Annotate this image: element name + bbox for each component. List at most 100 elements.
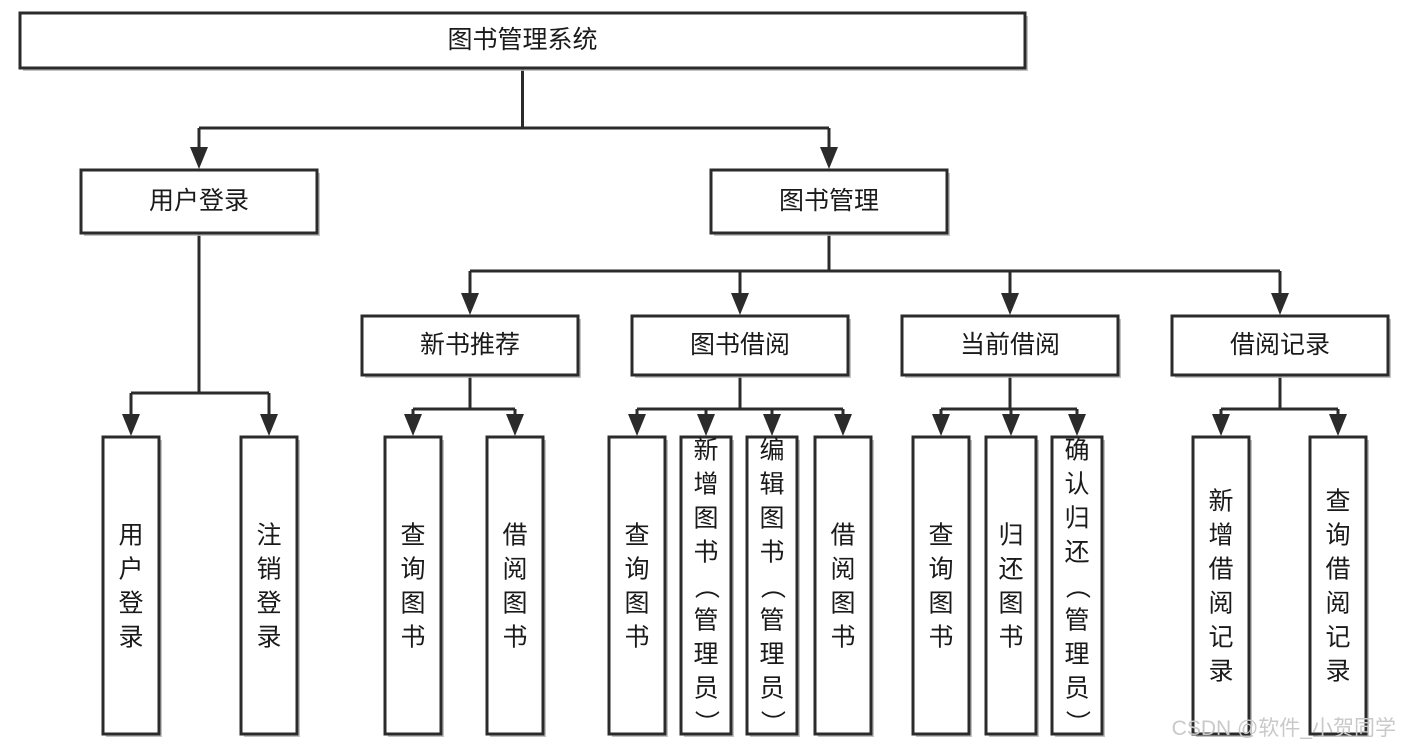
node-book-borrow[interactable]: 图书借阅	[630, 314, 851, 378]
arrow-head	[1001, 293, 1019, 315]
node-label-book-borrow: 图书借阅	[690, 331, 790, 359]
svg-text:书: 书	[624, 624, 649, 652]
node-box-user-login-leaf[interactable]	[101, 435, 161, 736]
connector-group-user-login	[122, 233, 278, 436]
svg-text:归: 归	[998, 522, 1023, 550]
node-box-borrow-book-1[interactable]	[485, 435, 545, 736]
svg-text:借: 借	[502, 522, 527, 550]
node-box-query-borrow-record[interactable]	[1308, 435, 1368, 736]
svg-text:记: 记	[1325, 624, 1350, 652]
arrow-head	[1271, 293, 1289, 315]
svg-text:（: （	[692, 574, 720, 599]
svg-text:图: 图	[830, 590, 855, 618]
node-box-current-borrow[interactable]	[900, 314, 1120, 377]
svg-text:书: 书	[759, 539, 784, 567]
svg-text:阅: 阅	[830, 556, 855, 584]
node-user-login-leaf[interactable]: 用户登录	[101, 435, 162, 737]
node-label-root: 图书管理系统	[447, 26, 597, 54]
svg-text:查: 查	[624, 522, 649, 550]
node-box-borrow-book-2[interactable]	[813, 435, 873, 736]
svg-text:员: 员	[693, 675, 718, 703]
node-box-return-book[interactable]	[984, 435, 1038, 736]
node-root[interactable]: 图书管理系统	[18, 11, 1028, 71]
svg-text:理: 理	[693, 641, 718, 669]
svg-text:确: 确	[1064, 437, 1089, 465]
node-current-borrow[interactable]: 当前借阅	[900, 314, 1121, 378]
node-box-edit-book-admin[interactable]	[745, 435, 799, 736]
svg-text:登: 登	[118, 590, 143, 618]
svg-text:查: 查	[400, 522, 425, 550]
arrow-head	[1329, 414, 1347, 436]
svg-text:图: 图	[624, 590, 649, 618]
node-box-query-book-3[interactable]	[911, 435, 971, 736]
svg-text:记: 记	[1208, 624, 1233, 652]
svg-text:员: 员	[1064, 675, 1089, 703]
node-box-user-login[interactable]	[79, 168, 319, 235]
node-box-query-book-2[interactable]	[607, 435, 667, 736]
svg-text:户: 户	[118, 556, 143, 584]
connector-group-book-management	[461, 233, 1289, 315]
node-box-book-management[interactable]	[709, 168, 949, 235]
svg-text:图: 图	[502, 590, 527, 618]
connector-group-book-borrow	[628, 375, 852, 436]
node-user-login[interactable]: 用户登录	[79, 168, 320, 236]
svg-text:图: 图	[998, 590, 1023, 618]
svg-text:录: 录	[118, 624, 143, 652]
svg-text:新: 新	[693, 437, 718, 465]
arrow-head	[1068, 414, 1086, 436]
svg-text:增: 增	[1208, 522, 1233, 550]
svg-text:理: 理	[1064, 641, 1089, 669]
svg-text:书: 书	[400, 624, 425, 652]
svg-text:理: 理	[759, 641, 784, 669]
node-box-confirm-return-admin[interactable]	[1050, 435, 1104, 736]
svg-text:认: 认	[1064, 471, 1089, 499]
arrow-head	[731, 293, 749, 315]
connector-group-borrow-record	[1212, 375, 1347, 436]
node-box-root[interactable]	[18, 11, 1027, 70]
svg-text:录: 录	[1208, 658, 1233, 686]
node-box-borrow-record[interactable]	[1170, 314, 1390, 377]
node-box-add-borrow-record[interactable]	[1191, 435, 1251, 736]
node-box-new-book-recommend[interactable]	[360, 314, 580, 377]
node-book-management[interactable]: 图书管理	[709, 168, 950, 236]
arrow-head	[461, 293, 479, 315]
svg-text:录: 录	[256, 624, 281, 652]
svg-text:书: 书	[830, 624, 855, 652]
node-borrow-record[interactable]: 借阅记录	[1170, 314, 1391, 378]
svg-text:（: （	[1063, 574, 1091, 599]
arrow-head	[697, 414, 715, 436]
csdn-watermark: CSDN @软件_小贺同学	[1172, 717, 1396, 740]
node-box-add-book-admin[interactable]	[679, 435, 733, 736]
svg-text:用: 用	[118, 522, 143, 550]
svg-text:）: ）	[1063, 710, 1091, 735]
svg-text:书: 书	[693, 539, 718, 567]
arrow-head	[628, 414, 646, 436]
node-box-query-book-1[interactable]	[383, 435, 443, 736]
node-box-user-logout-leaf[interactable]	[239, 435, 299, 736]
node-box-book-borrow[interactable]	[630, 314, 850, 377]
svg-text:询: 询	[624, 556, 649, 584]
arrow-head	[820, 147, 838, 169]
arrow-head	[1212, 414, 1230, 436]
svg-text:登: 登	[256, 590, 281, 618]
node-new-book-recommend[interactable]: 新书推荐	[360, 314, 581, 378]
svg-text:查: 查	[1325, 488, 1350, 516]
